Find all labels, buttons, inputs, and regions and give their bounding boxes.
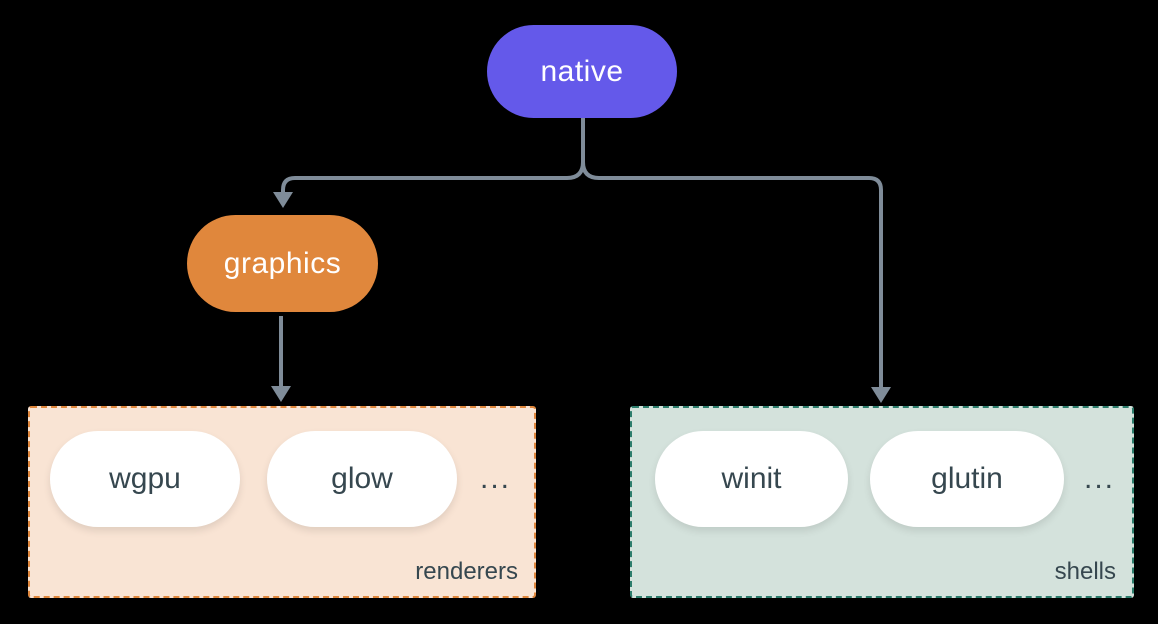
arrowhead-graphics [273,192,293,208]
node-winit-label: winit [721,462,782,495]
node-glutin-label: glutin [931,462,1003,495]
node-native: native [487,25,677,118]
edge-native-to-shells [581,118,883,388]
shells-ellipsis: ... [1084,462,1116,495]
node-glutin: glutin [870,431,1064,527]
arrowhead-shells [871,387,891,403]
node-wgpu-label: wgpu [109,462,181,495]
node-glow-label: glow [331,462,393,495]
edge-native-to-graphics [281,118,585,193]
renderers-ellipsis: ... [480,462,512,495]
node-graphics-label: graphics [223,246,342,280]
node-wgpu: wgpu [50,431,240,527]
group-shells-label: shells [1054,558,1116,585]
group-shells: winit glutin ... shells [630,406,1134,598]
node-glow: glow [267,431,457,527]
group-renderers-label: renderers [415,558,518,585]
node-graphics: graphics [187,215,378,312]
node-native-label: native [540,54,624,88]
group-renderers: wgpu glow ... renderers [28,406,536,598]
arrowhead-renderers [271,386,291,402]
node-winit: winit [655,431,848,527]
